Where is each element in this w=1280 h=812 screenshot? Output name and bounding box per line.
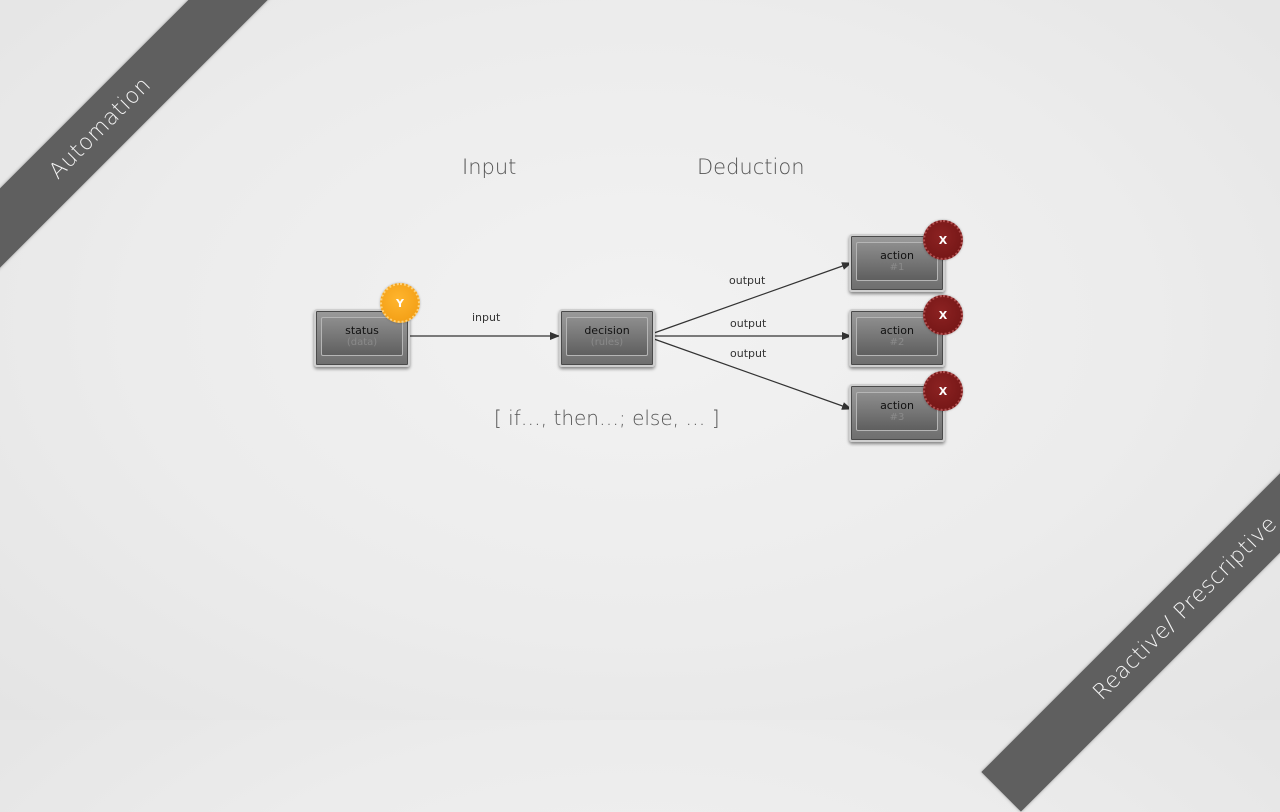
connector-layer — [410, 262, 852, 410]
node-action-3: action #3 — [849, 384, 945, 442]
edge-label-output-2: output — [730, 317, 767, 330]
node-action-1-sub: #1 — [889, 262, 905, 273]
edge-label-input: input — [472, 311, 501, 324]
badge-status-y: Y — [380, 283, 420, 323]
node-decision-title: decision — [584, 324, 630, 337]
node-action-3-title: action — [880, 399, 914, 412]
node-status-sub: (data) — [346, 337, 378, 348]
node-action-2-title: action — [880, 324, 914, 337]
heading-input: Input — [462, 155, 517, 179]
node-status-title: status — [345, 324, 379, 337]
node-status: status (data) — [314, 309, 410, 367]
node-action-2-sub: #2 — [889, 337, 905, 348]
heading-deduction: Deduction — [697, 155, 805, 179]
rule-expression: [ if…, then…; else, … ] — [494, 406, 720, 430]
edge-label-output-1: output — [729, 274, 766, 287]
edge-output-3-arrow — [653, 338, 852, 410]
badge-action-3-x: X — [923, 371, 963, 411]
badge-action-1-x: X — [923, 220, 963, 260]
edge-output-1-arrow — [653, 262, 852, 334]
edge-label-output-3: output — [730, 347, 767, 360]
node-action-1-title: action — [880, 249, 914, 262]
node-decision: decision (rules) — [559, 309, 655, 367]
badge-action-2-x: X — [923, 295, 963, 335]
node-action-3-sub: #3 — [889, 412, 905, 423]
node-decision-sub: (rules) — [590, 337, 624, 348]
